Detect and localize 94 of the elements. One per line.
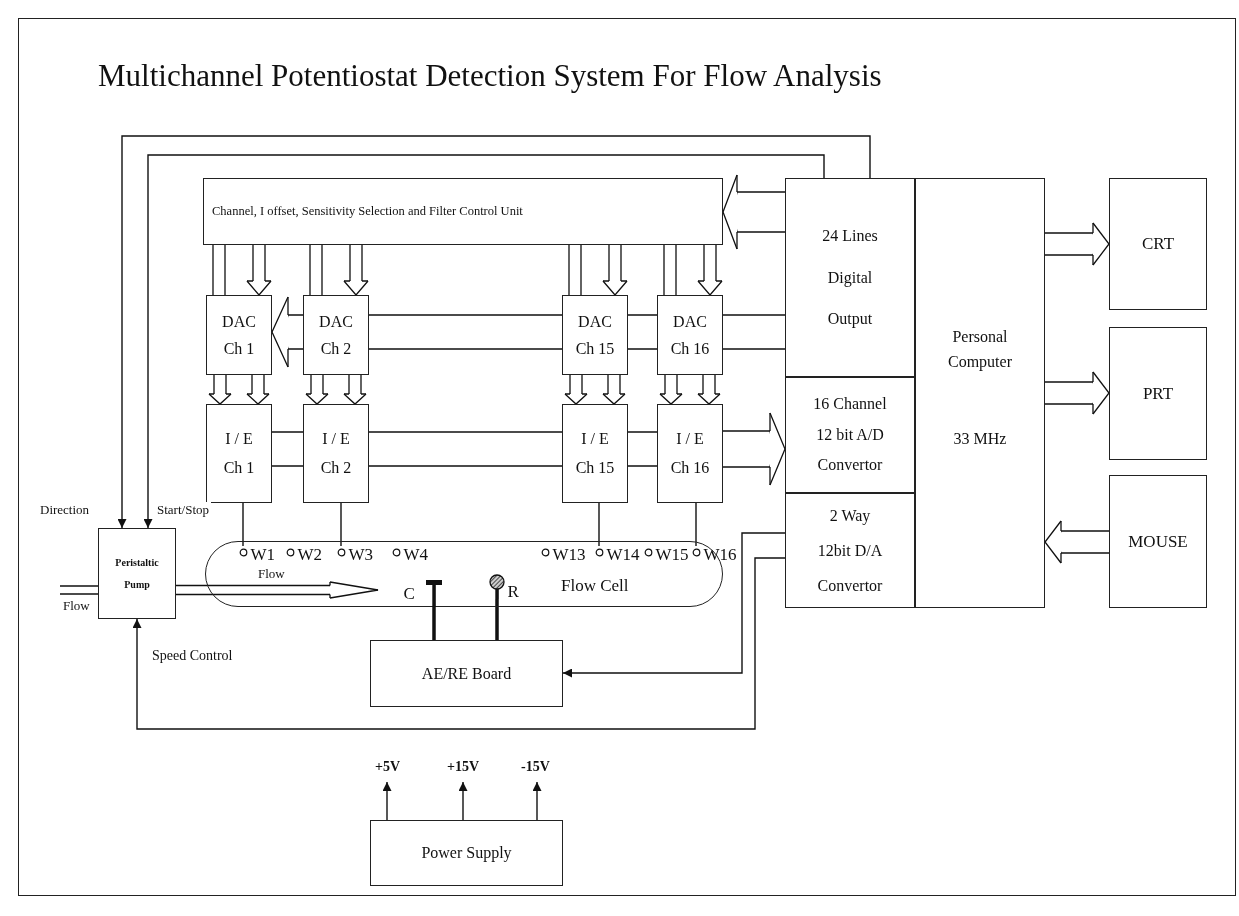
connector-arrow bbox=[132, 557, 786, 730]
bus-arrow bbox=[343, 244, 369, 296]
process-box bbox=[1109, 327, 1207, 460]
process-box bbox=[657, 404, 723, 503]
block-label: Power Supply bbox=[421, 843, 512, 863]
process-box bbox=[370, 640, 563, 707]
process-box bbox=[303, 295, 369, 375]
process-box bbox=[657, 295, 723, 375]
bus-arrow bbox=[305, 374, 329, 405]
control-unit-box bbox=[203, 178, 723, 245]
bus-line bbox=[368, 314, 563, 350]
bus-arrow bbox=[1044, 371, 1110, 415]
block-label: AE/RE Board bbox=[421, 663, 512, 684]
connector-line bbox=[340, 502, 342, 547]
connector-line bbox=[432, 607, 436, 640]
process-box bbox=[562, 404, 628, 503]
bus-line bbox=[368, 431, 563, 467]
process-box bbox=[562, 295, 628, 375]
block-label: DAC Ch 15 bbox=[574, 311, 616, 359]
process-box bbox=[206, 295, 272, 375]
block-label: 24 Lines Digital Output bbox=[821, 226, 879, 330]
block-label: MOUSE bbox=[1128, 530, 1188, 553]
bus-line bbox=[722, 314, 786, 350]
electrode-label: W13 bbox=[552, 546, 586, 563]
electrode-label: W1 bbox=[250, 546, 276, 563]
bus-arrow bbox=[246, 374, 270, 405]
bus-line bbox=[309, 244, 323, 296]
bus-line bbox=[212, 244, 226, 296]
block-label: Flow Cell bbox=[561, 576, 629, 596]
computer-box bbox=[915, 178, 1045, 608]
connector-line bbox=[695, 502, 697, 547]
process-box bbox=[370, 820, 563, 886]
bus-arrow bbox=[208, 374, 232, 405]
block-label: DAC Ch 1 bbox=[221, 311, 257, 359]
bus-arrow bbox=[271, 296, 304, 368]
electrode-label: W3 bbox=[348, 546, 374, 563]
bus-arrow bbox=[246, 244, 272, 296]
electrode-label: R bbox=[507, 583, 519, 600]
process-box bbox=[785, 493, 915, 608]
bus-arrow bbox=[602, 244, 628, 296]
bus-arrow bbox=[697, 374, 721, 405]
electrode-label: W15 bbox=[655, 546, 689, 563]
edge-label: Start/Stop bbox=[155, 502, 211, 518]
pump-box bbox=[98, 528, 176, 619]
block-label: DAC Ch 2 bbox=[318, 311, 354, 359]
bus-arrow bbox=[1044, 222, 1110, 266]
connector-line bbox=[495, 599, 499, 640]
electrode-label: C bbox=[403, 585, 415, 602]
block-label: I / E Ch 15 bbox=[574, 428, 616, 478]
process-box bbox=[785, 377, 915, 493]
bus-arrow bbox=[1044, 520, 1110, 564]
process-box bbox=[303, 404, 369, 503]
connector-line bbox=[242, 502, 244, 547]
connector-arrow bbox=[458, 781, 468, 821]
electrode-label: W4 bbox=[403, 546, 429, 563]
block-label: DAC Ch 16 bbox=[669, 311, 711, 359]
bus-arrow bbox=[343, 374, 367, 405]
block-label: Personal Computer bbox=[947, 327, 1013, 373]
connector-arrow bbox=[382, 781, 392, 821]
bus-arrow bbox=[175, 581, 379, 599]
process-box bbox=[1109, 475, 1207, 608]
block-label: CRT bbox=[1141, 233, 1174, 255]
block-label: I / E Ch 2 bbox=[319, 428, 353, 478]
process-box bbox=[785, 178, 915, 377]
block-label: 16 Channel 12 bit A/D Convertor bbox=[812, 394, 888, 476]
connector-arrow bbox=[562, 532, 786, 678]
block-label: I / E Ch 16 bbox=[669, 428, 711, 478]
process-box bbox=[206, 404, 272, 503]
bus-arrow bbox=[659, 374, 683, 405]
block-label: 33 MHz bbox=[953, 428, 1007, 449]
electrode-label: W2 bbox=[297, 546, 323, 563]
bus-line bbox=[59, 585, 99, 595]
bus-line bbox=[271, 431, 304, 467]
bus-arrow bbox=[602, 374, 626, 405]
electrode-label: W14 bbox=[606, 546, 640, 563]
bus-arrow bbox=[697, 244, 723, 296]
bus-line bbox=[568, 244, 582, 296]
bus-arrow bbox=[564, 374, 588, 405]
bus-arrow bbox=[722, 174, 786, 250]
block-label: PRT bbox=[1142, 382, 1174, 405]
block-label: Channel, I offset, Sensitivity Selection and Filter Control Unit bbox=[212, 203, 523, 220]
edge-label: Speed Control bbox=[150, 648, 235, 664]
connector-arrow bbox=[532, 781, 542, 821]
electrode-label: W16 bbox=[703, 546, 737, 563]
block-label: Peristaltic Pump bbox=[114, 555, 160, 592]
block-label: I / E Ch 1 bbox=[222, 428, 256, 478]
bus-line bbox=[627, 431, 658, 467]
connector-line bbox=[598, 502, 600, 547]
bus-arrow bbox=[722, 412, 786, 486]
process-box bbox=[1109, 178, 1207, 310]
bus-line bbox=[663, 244, 677, 296]
diagram-title: Multichannel Potentiostat Detection System For Flow Analysis bbox=[98, 58, 882, 94]
block-label: 2 Way 12bit D/A Convertor bbox=[816, 505, 884, 597]
bus-line bbox=[627, 314, 658, 350]
